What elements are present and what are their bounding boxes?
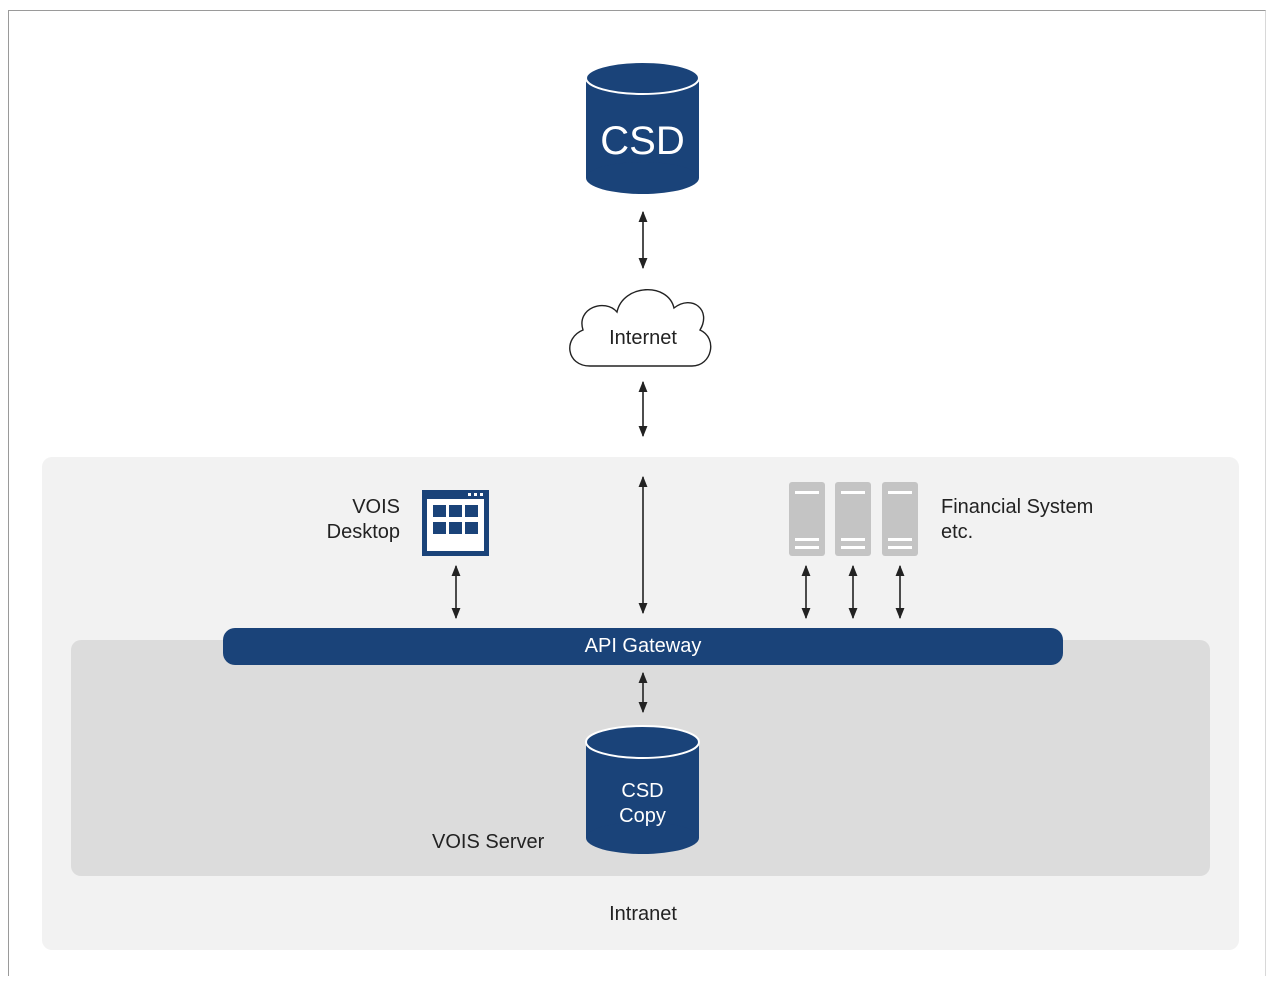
api-gateway-label: API Gateway xyxy=(584,635,702,657)
financial-system-label: Financial System etc. xyxy=(941,495,1161,545)
internet-cloud-icon xyxy=(569,289,712,367)
csd-copy-label-line2: Copy xyxy=(619,805,666,827)
csd-copy-label-line1: CSD xyxy=(621,780,664,802)
financial-system-label-line2: etc. xyxy=(941,521,974,543)
api-gateway-bar: API Gateway xyxy=(223,628,1063,665)
csd-copy-database-icon xyxy=(585,725,700,854)
server-icon xyxy=(789,482,825,556)
server-icon xyxy=(882,482,918,556)
vois-desktop-label: VOIS Desktop xyxy=(300,495,400,545)
diagram-frame xyxy=(8,10,1266,976)
vois-desktop-label-line2: Desktop xyxy=(326,521,400,543)
server-icon xyxy=(835,482,871,556)
csd-label: CSD xyxy=(600,119,685,163)
csd-database-icon xyxy=(585,61,700,194)
vois-desktop-label-line1: VOIS xyxy=(352,496,400,518)
vois-server-label: VOIS Server xyxy=(432,831,545,853)
internet-label: Internet xyxy=(609,327,677,349)
intranet-label: Intranet xyxy=(609,903,677,925)
csd-copy-label: CSD Copy xyxy=(586,779,699,829)
vois-desktop-window-icon xyxy=(422,490,489,556)
financial-system-label-line1: Financial System xyxy=(941,496,1094,518)
